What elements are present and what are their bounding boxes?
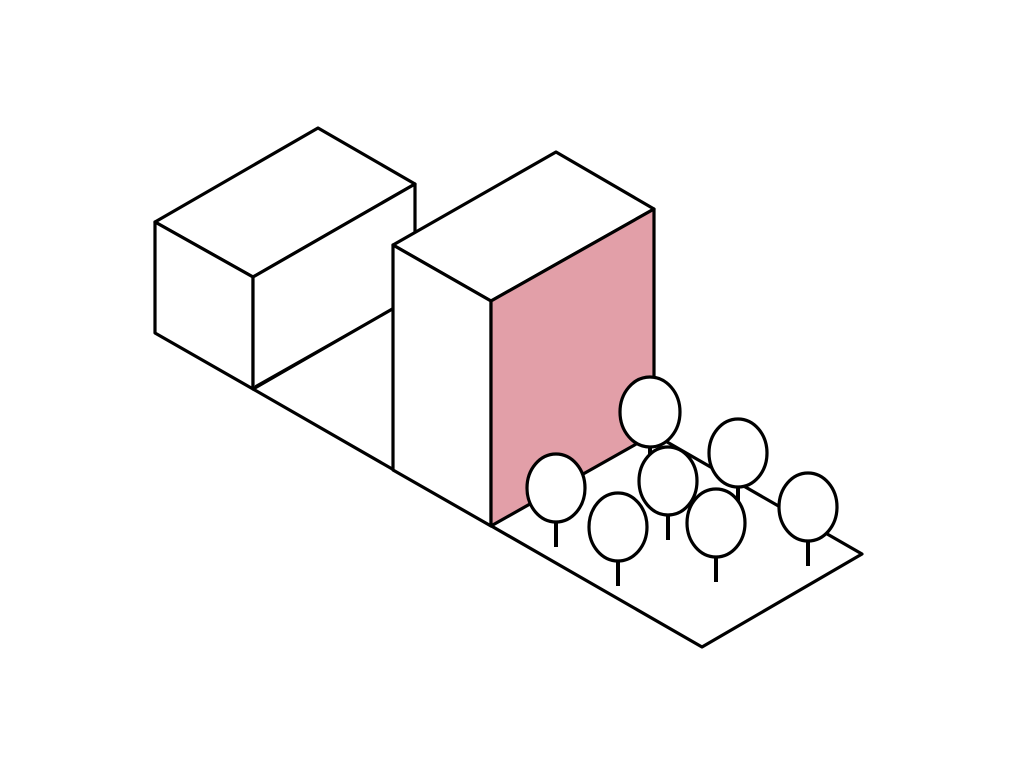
tree-canopy [637, 445, 699, 517]
courtyard-edge-line [254, 307, 394, 387]
tree-canopy [777, 471, 839, 543]
tree-group [525, 375, 839, 586]
tree-canopy [525, 452, 587, 524]
tall-block [391, 150, 656, 528]
tree-canopy [685, 487, 747, 559]
tree-canopy [587, 491, 649, 563]
tree-canopy [618, 375, 682, 449]
tree-icon [637, 445, 699, 540]
low-block [153, 126, 417, 391]
tree-canopy [707, 417, 769, 489]
tree-icon [525, 452, 587, 547]
tree-icon [685, 487, 747, 582]
tree-icon [777, 471, 839, 566]
tree-icon [587, 491, 649, 586]
